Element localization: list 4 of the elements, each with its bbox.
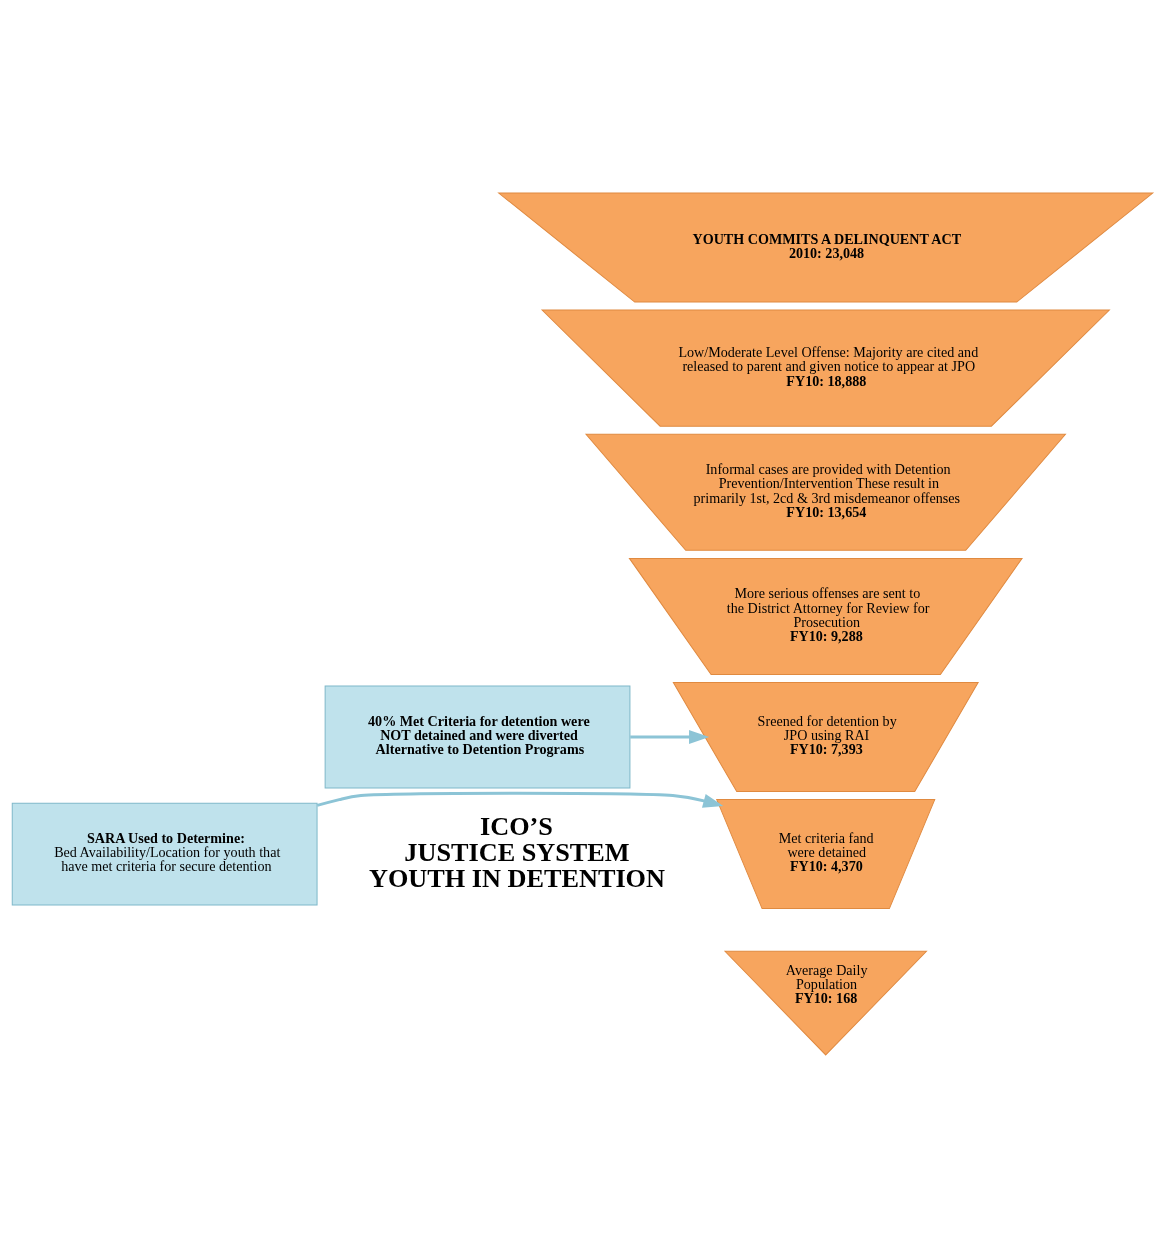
- arrow: [630, 729, 710, 744]
- arrow: [316, 791, 724, 808]
- node-box: SARA Used to Determine: Bed Availability/Location for youth that have met criteria for secure detention: [11, 802, 318, 906]
- node-box: 40% Met Criteria for detention were NOT detained and were diverted Alternative to Detention Programs: [324, 685, 631, 788]
